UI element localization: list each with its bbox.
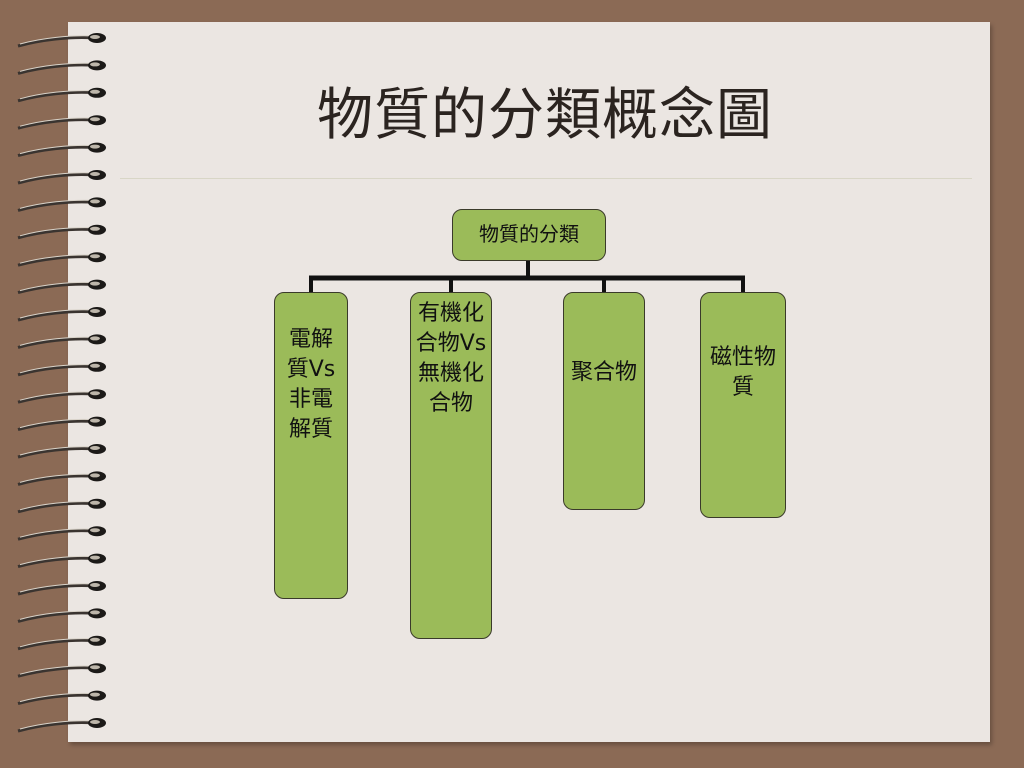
child-node-magnetic: 磁性物質 xyxy=(700,292,786,518)
binding-ring xyxy=(17,663,106,678)
slide-title: 物質的分類概念圖 xyxy=(317,83,773,148)
binding-ring xyxy=(17,142,106,158)
binding-ring xyxy=(17,361,106,377)
child-node-label: 電解質Vs非電解質 xyxy=(286,327,336,442)
binding-ring xyxy=(17,87,106,103)
binding-ring xyxy=(17,334,106,349)
child-node-electrolyte: 電解質Vs非電解質 xyxy=(274,292,348,599)
binding-ring xyxy=(17,581,106,596)
child-node-label: 有機化合物Vs無機化合物 xyxy=(415,301,487,416)
binding-ring xyxy=(17,197,106,212)
child-node-organic: 有機化合物Vs無機化合物 xyxy=(410,292,492,639)
child-node-polymer: 聚合物 xyxy=(563,292,645,510)
binding-ring xyxy=(17,690,106,706)
binding-ring xyxy=(17,526,106,541)
binding-ring xyxy=(17,252,106,267)
binding-ring xyxy=(17,553,106,569)
binding-ring xyxy=(17,608,106,623)
binding-ring xyxy=(17,307,106,322)
spiral-binding xyxy=(17,33,106,733)
binding-ring xyxy=(17,389,106,404)
binding-ring xyxy=(17,170,106,185)
binding-ring xyxy=(17,115,106,130)
binding-ring xyxy=(17,60,106,75)
binding-ring xyxy=(17,224,106,240)
title-divider xyxy=(120,178,972,179)
child-node-label: 聚合物 xyxy=(570,360,637,385)
binding-ring xyxy=(17,33,106,48)
binding-ring xyxy=(17,471,106,486)
binding-ring xyxy=(17,635,106,651)
binding-ring xyxy=(17,279,106,295)
binding-ring xyxy=(17,718,106,733)
slide-sheet xyxy=(68,22,990,742)
binding-ring xyxy=(17,444,106,459)
binding-ring xyxy=(17,416,106,432)
binding-ring xyxy=(17,498,106,514)
child-node-label: 磁性物質 xyxy=(709,345,776,400)
root-node: 物質的分類 xyxy=(452,209,606,261)
